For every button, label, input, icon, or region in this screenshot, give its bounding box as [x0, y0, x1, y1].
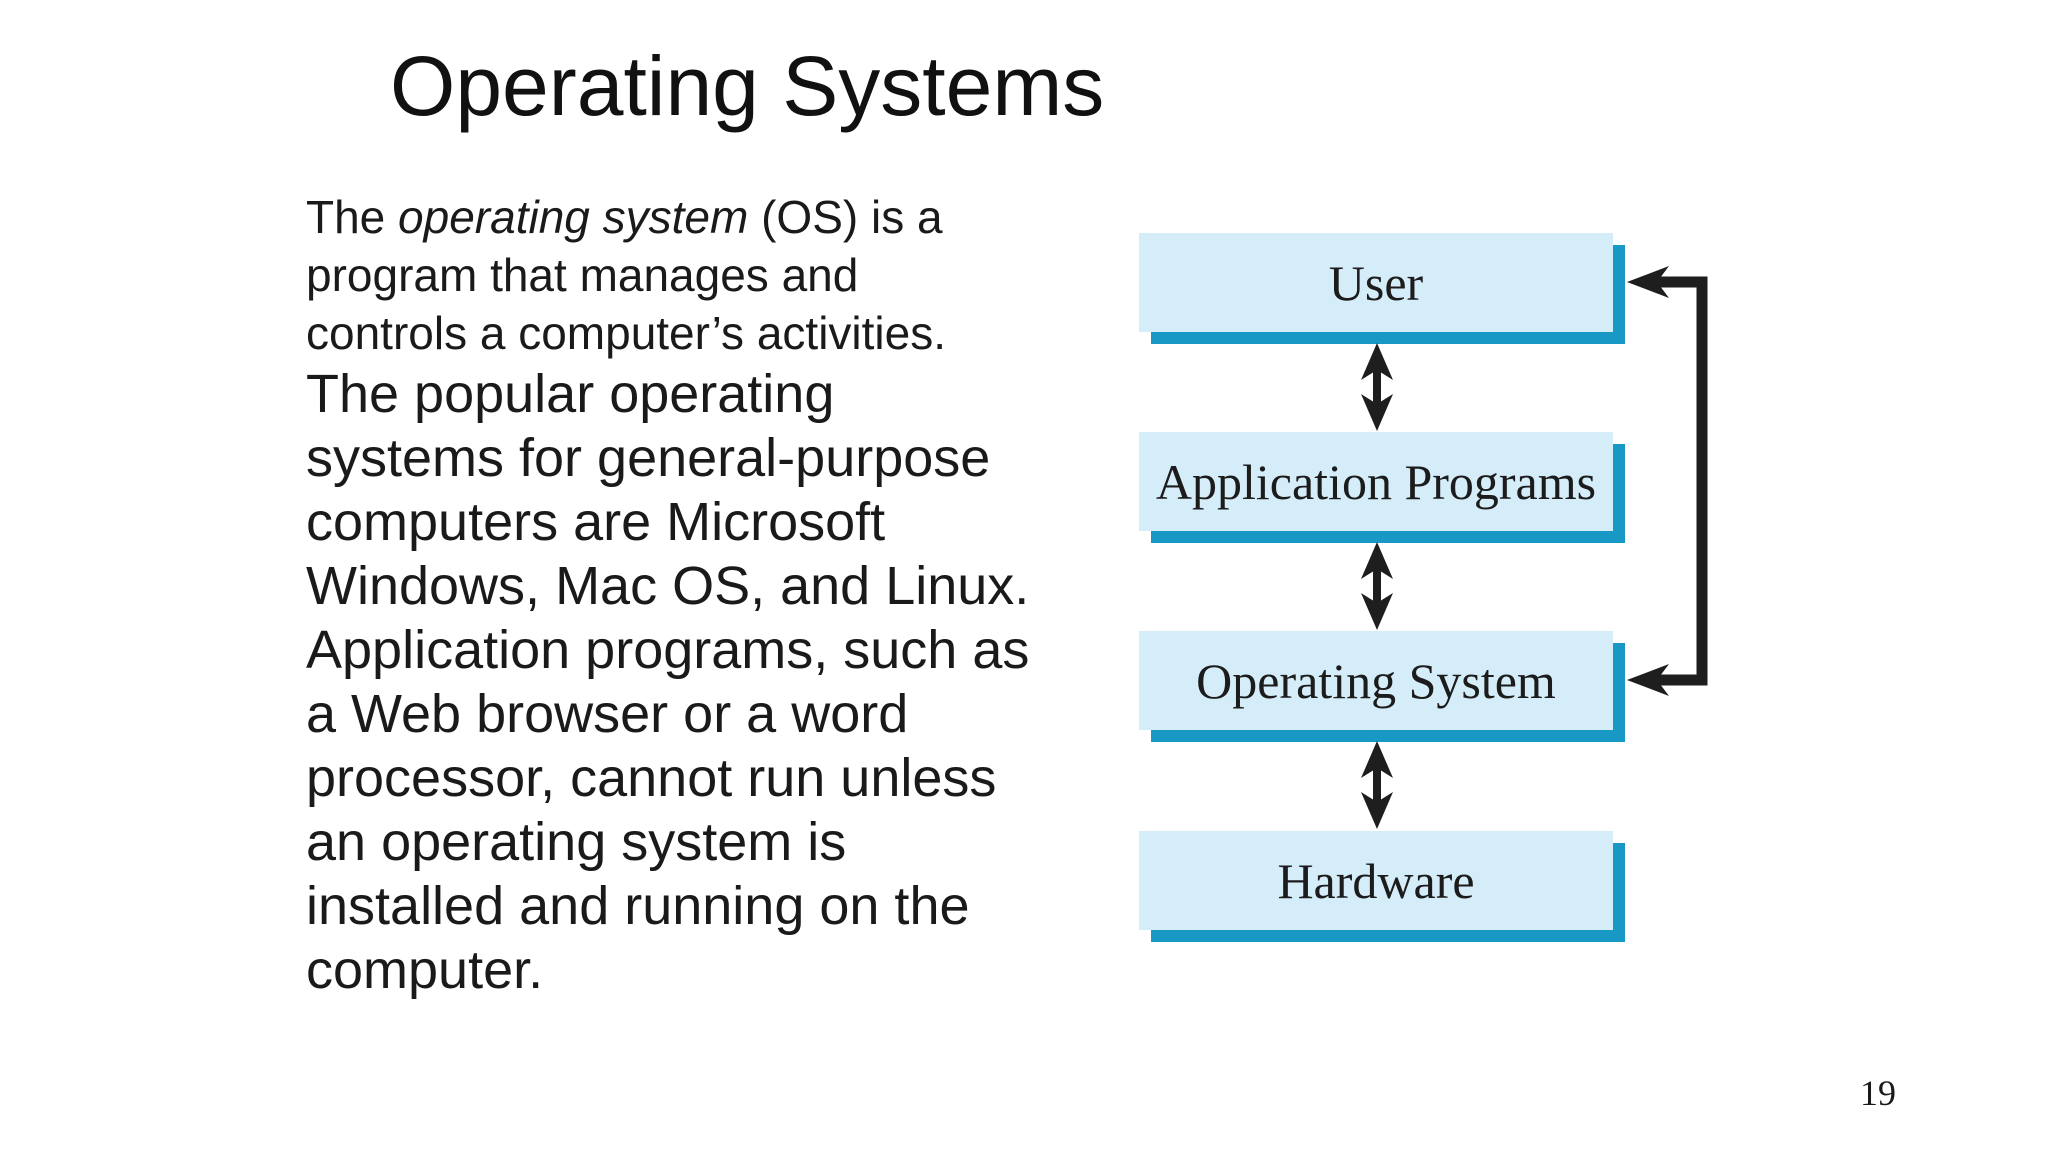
paragraph2-line: Application programs, such as — [306, 620, 1030, 680]
diagram-box-user: User — [1139, 233, 1613, 332]
diagram-box-application-programs: Application Programs — [1139, 432, 1613, 531]
paragraph2-line: a Web browser or a word — [306, 684, 909, 744]
paragraph2-line: installed and running on the — [306, 876, 970, 936]
double-arrow-user-app-icon — [1361, 343, 1393, 431]
paragraph2-line: computers are Microsoft — [306, 492, 886, 552]
double-arrow-os-hardware-icon — [1361, 741, 1393, 829]
page-number: 19 — [1860, 1073, 1896, 1113]
feedback-loop-arrow — [1627, 266, 1708, 696]
paragraph2-line: systems for general-purpose — [306, 428, 991, 488]
p1-text: The — [306, 191, 399, 243]
paragraph2-line: The popular operating — [306, 364, 835, 424]
double-arrow-app-os-icon — [1361, 542, 1393, 630]
arrowhead-into-os-icon — [1627, 664, 1669, 696]
page-title: Operating Systems — [390, 39, 1105, 133]
arrowhead-into-user-icon — [1627, 266, 1669, 298]
paragraph1-line: program that manages and — [306, 249, 859, 301]
paragraph2-line: an operating system is — [306, 812, 847, 872]
paragraph1-line: The operating system (OS) is a — [306, 188, 1106, 246]
paragraph2-line: computer. — [306, 940, 544, 1000]
p1-italic-term: operating system — [398, 191, 749, 243]
paragraph2-line: Windows, Mac OS, and Linux. — [306, 556, 1030, 616]
diagram-box-hardware: Hardware — [1139, 831, 1613, 930]
diagram-box-operating-system: Operating System — [1139, 631, 1613, 730]
paragraph1-line: controls a computer’s activities. — [306, 307, 947, 359]
paragraph2-line: processor, cannot run unless — [306, 748, 997, 808]
p1-text: (OS) is a — [748, 191, 943, 243]
body-text: The operating system (OS) is a program t… — [306, 188, 1106, 1002]
